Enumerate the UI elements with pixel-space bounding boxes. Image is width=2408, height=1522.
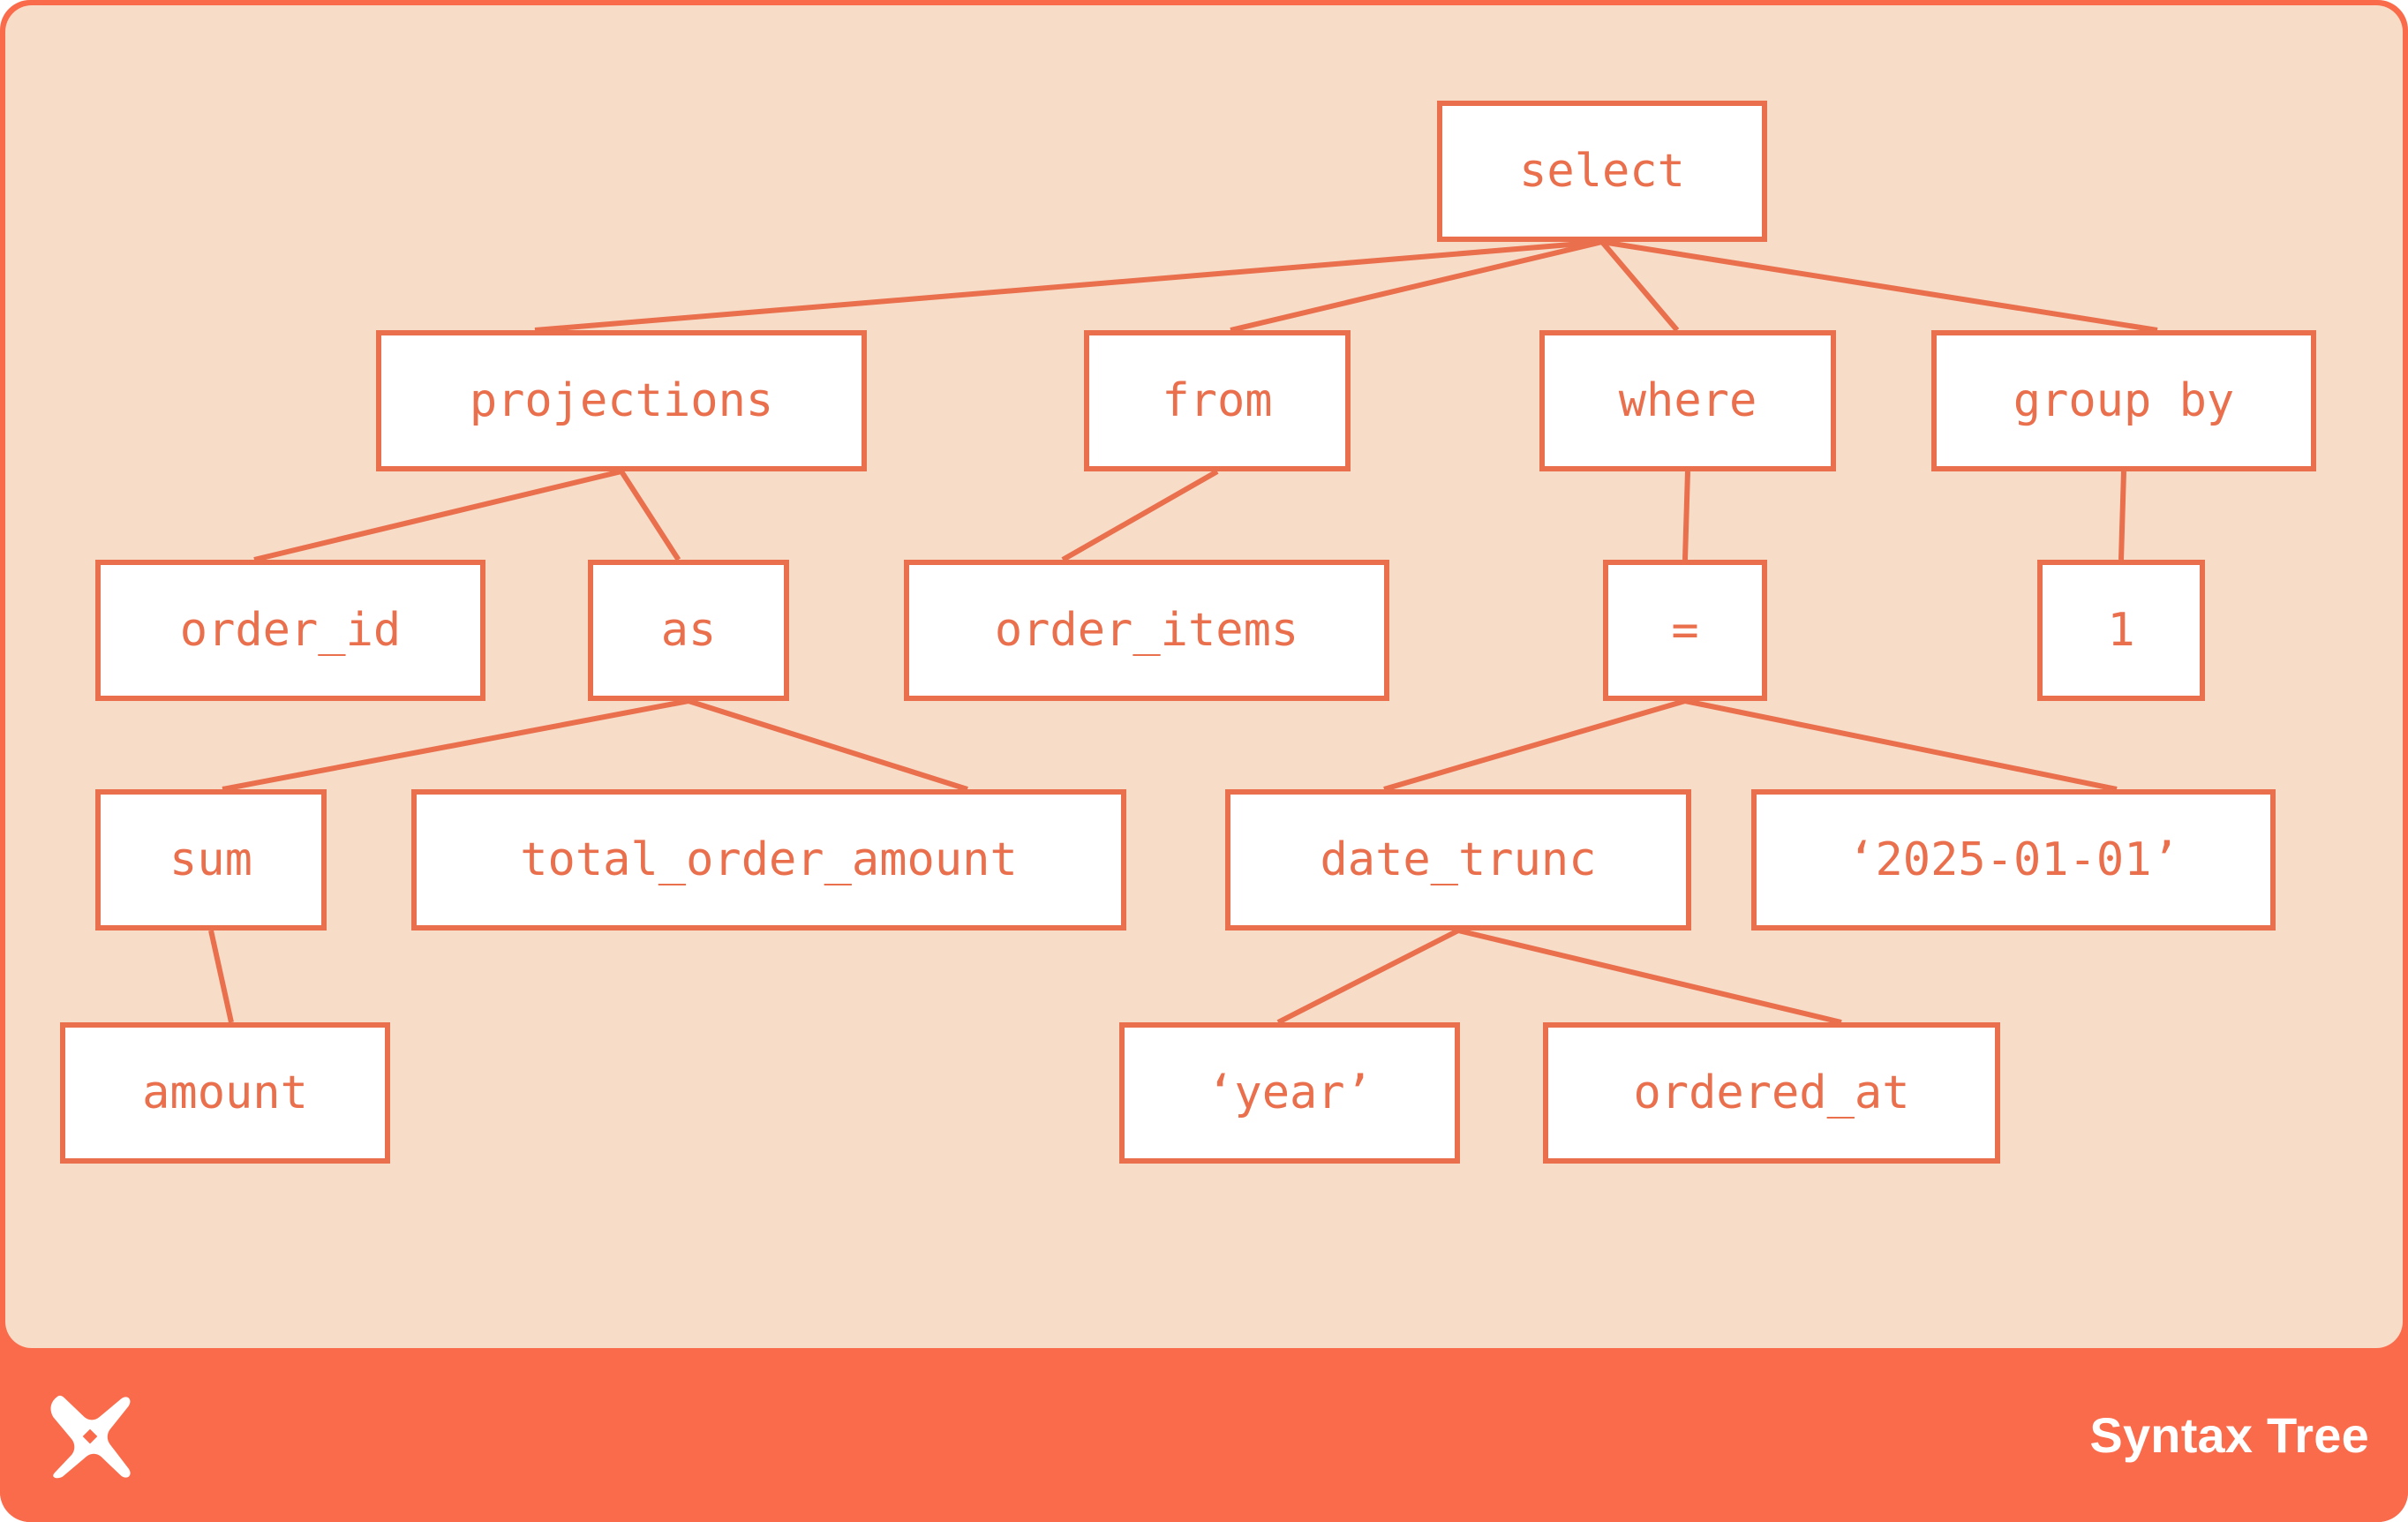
tree-node-select[interactable]: select <box>1437 101 1767 242</box>
tree-node-label: amount <box>142 1066 308 1119</box>
x-butterfly-logo-icon <box>50 1395 131 1478</box>
tree-node-box <box>2037 560 2205 701</box>
tree-node-label: projections <box>470 374 773 427</box>
tree-node-as[interactable]: as <box>588 560 789 701</box>
tree-node-label: ordered_at <box>1633 1066 1909 1119</box>
tree-node-label: date_trunc <box>1320 833 1596 886</box>
tree-node-label: total_order_amount <box>520 833 1018 886</box>
tree-node-one[interactable]: 1 <box>2037 560 2205 701</box>
tree-node-box <box>1931 330 2316 471</box>
tree-node-ordered-at[interactable]: ordered_at <box>1543 1022 2000 1164</box>
tree-node-box <box>95 789 327 931</box>
tree-node-equals[interactable]: = <box>1603 560 1767 701</box>
tree-node-label: ‘2025-01-01’ <box>1847 833 2179 886</box>
tree-edge-date-trunc-to-ordered-at <box>1457 928 1842 1025</box>
tree-node-from[interactable]: from <box>1084 330 1351 471</box>
tree-edge-as-to-total-order-amount <box>688 698 968 792</box>
tree-node-where[interactable]: where <box>1539 330 1836 471</box>
tree-node-box <box>95 560 485 701</box>
tree-node-box <box>1543 1022 2000 1164</box>
tree-node-projections[interactable]: projections <box>376 330 867 471</box>
tree-edge-as-to-sum <box>222 698 689 792</box>
tree-node-order-id[interactable]: order_id <box>95 560 485 701</box>
syntax-tree-svg: select projections from where group by order_… <box>60 101 2316 1164</box>
tree-node-box <box>1119 1022 1460 1164</box>
tree-edge-group-by-to-one <box>2118 471 2126 561</box>
tree-node-label: sum <box>169 833 252 886</box>
tree-edge-equals-to-date-trunc <box>1383 698 1686 792</box>
tree-edge-select-to-where <box>1599 240 1680 332</box>
tree-node-total-order-amount[interactable]: total_order_amount <box>411 789 1126 931</box>
tree-edge-date-trunc-to-year-literal <box>1276 928 1460 1025</box>
tree-node-label: where <box>1619 374 1757 427</box>
tree-edge-select-to-from <box>1230 239 1603 333</box>
footer-title: Syntax Tree <box>2089 1406 2369 1463</box>
tree-node-order-items[interactable]: order_items <box>904 560 1389 701</box>
diagram-canvas: select projections from where group by order_… <box>5 5 2403 1348</box>
footer-bar: Syntax Tree <box>0 1348 2408 1522</box>
tree-node-date-literal[interactable]: ‘2025-01-01’ <box>1751 789 2276 931</box>
tree-node-label: 1 <box>2107 604 2134 657</box>
tree-node-label: as <box>661 604 717 657</box>
tree-nodes-layer: select projections from where group by order_… <box>60 101 2316 1164</box>
tree-edge-select-to-projections <box>534 239 1603 333</box>
tree-node-box <box>411 789 1126 931</box>
tree-node-label: order_items <box>995 604 1298 657</box>
tree-node-label: from <box>1162 374 1272 427</box>
tree-node-group-by[interactable]: group by <box>1931 330 2316 471</box>
tree-node-box <box>1539 330 1836 471</box>
tree-edges-layer <box>208 239 2158 1025</box>
tree-node-date-trunc[interactable]: date_trunc <box>1225 789 1691 931</box>
tree-node-box <box>588 560 789 701</box>
tree-node-box <box>1751 789 2276 931</box>
tree-node-label: order_id <box>180 604 401 657</box>
tree-node-label: group by <box>2013 374 2234 427</box>
tree-node-label: ‘year’ <box>1207 1066 1373 1119</box>
tree-edge-select-to-group-by <box>1601 239 2158 333</box>
tree-edge-projections-to-as <box>619 470 681 561</box>
tree-node-label: = <box>1671 604 1698 657</box>
tree-edge-from-to-order-items <box>1061 469 1219 562</box>
tree-edge-sum-to-amount <box>208 930 234 1023</box>
tree-node-year-literal[interactable]: ‘year’ <box>1119 1022 1460 1164</box>
tree-node-label: select <box>1519 145 1685 198</box>
tree-node-box <box>1084 330 1351 471</box>
tree-node-sum[interactable]: sum <box>95 789 327 931</box>
tree-edge-equals-to-date-literal <box>1684 698 2118 792</box>
tree-node-box <box>1225 789 1691 931</box>
tree-node-box <box>1603 560 1767 701</box>
tree-node-box <box>60 1022 390 1164</box>
tree-node-box <box>376 330 867 471</box>
tree-edge-where-to-equals <box>1682 471 1690 561</box>
tree-edge-projections-to-order-id <box>253 469 622 562</box>
tree-node-box <box>904 560 1389 701</box>
tree-node-amount[interactable]: amount <box>60 1022 390 1164</box>
tree-node-box <box>1437 101 1767 242</box>
